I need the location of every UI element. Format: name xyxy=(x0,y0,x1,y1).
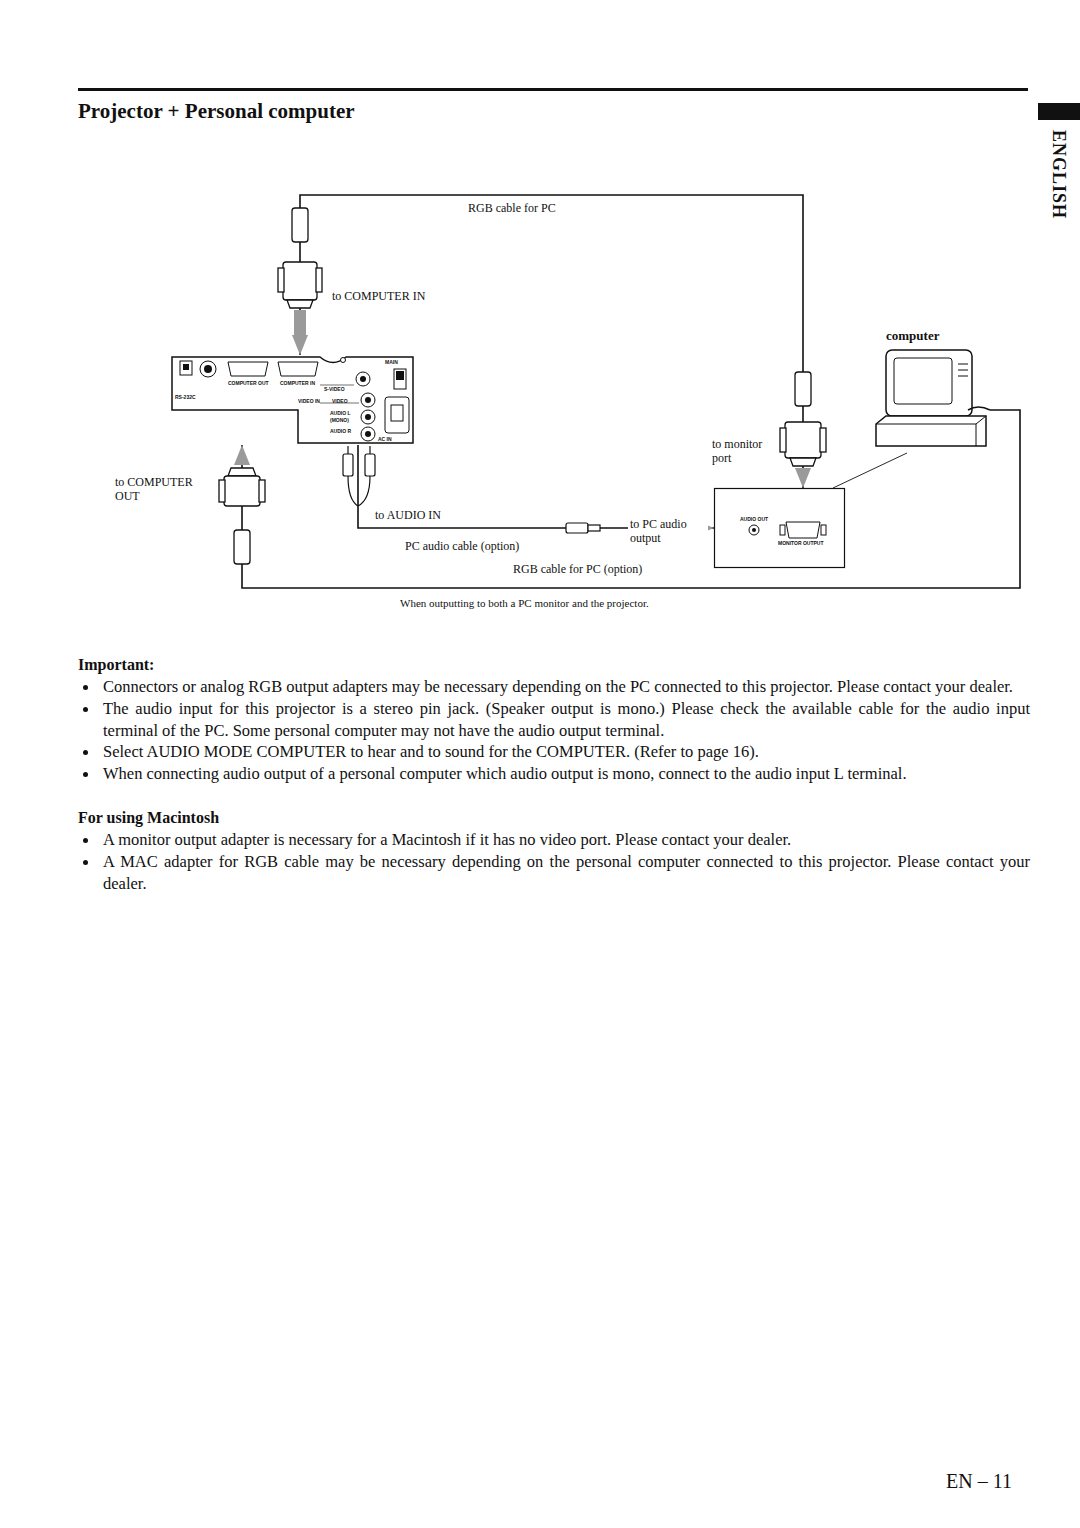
figure-caption: When outputting to both a PC monitor and… xyxy=(400,597,649,610)
panel-label: AUDIO R xyxy=(330,429,351,434)
section-heading: Important: xyxy=(78,654,1030,676)
panel-label: RS-232C xyxy=(175,395,196,400)
language-tab xyxy=(1038,103,1080,120)
cable xyxy=(300,195,803,488)
panel-label: COMPUTER OUT xyxy=(228,381,269,386)
mini-plug xyxy=(566,523,600,533)
bullet-note: Connectors or analog RGB output adapters… xyxy=(78,676,1030,698)
computer-outline xyxy=(872,328,990,453)
bullet-note: The audio input for this projector is a … xyxy=(78,698,1030,742)
panel-label: (MONO) xyxy=(330,418,349,423)
port-label: to PC audio output xyxy=(628,518,708,546)
computer-back-panel: AUDIO OUT MONITOR OUTPUT xyxy=(714,488,845,568)
bullet-note: A MAC adapter for RGB cable may be neces… xyxy=(78,851,1030,895)
bullet-note: When connecting audio output of a person… xyxy=(78,763,1030,785)
computer: computer xyxy=(872,328,990,453)
notes-column: Important:Connectors or analog RGB outpu… xyxy=(78,650,1030,894)
vga-plug xyxy=(219,468,265,564)
top-rule xyxy=(78,88,1028,91)
bullet-note: Select AUDIO MODE COMPUTER to hear and t… xyxy=(78,741,1030,763)
port-label: to AUDIO IN xyxy=(375,509,441,523)
panel-label: VIDEO xyxy=(332,399,348,404)
panel-label: MAIN xyxy=(385,360,398,365)
cable-label: RGB cable for PC (option) xyxy=(511,563,644,577)
panel-label: AUDIO OUT xyxy=(740,517,768,522)
language-tab-label: ENGLISH xyxy=(1048,130,1070,219)
projector-panel: RS-232C COMPUTER OUT COMPUTER IN S-VIDEO VID… xyxy=(170,355,415,445)
port-label: to monitor port xyxy=(712,438,784,466)
cable-label: RGB cable for PC xyxy=(466,202,558,216)
vga-plug xyxy=(278,208,322,336)
page-title: Projector + Personal computer xyxy=(78,99,355,123)
computer-back-panel-outline xyxy=(714,488,845,568)
panel-label: MONITOR OUTPUT xyxy=(778,541,823,546)
panel-label: AUDIO L xyxy=(330,411,351,416)
vga-plug xyxy=(780,372,826,466)
panel-label: VIDEO IN xyxy=(298,399,320,404)
panel-label: S-VIDEO xyxy=(324,387,345,392)
panel-label: AC IN xyxy=(378,437,392,442)
panel-label: COMPUTER IN xyxy=(280,381,315,386)
cable xyxy=(358,445,714,528)
port-label: to COMPUTER IN xyxy=(332,290,425,304)
section-heading: For using Macintosh xyxy=(78,807,1030,829)
cable xyxy=(833,453,907,488)
projector-panel-outline xyxy=(170,355,415,445)
node-heading: computer xyxy=(886,329,939,344)
cable-label: PC audio cable (option) xyxy=(403,540,521,554)
bullet-note: A monitor output adapter is necessary fo… xyxy=(78,829,1030,851)
port-label: to COMPUTER OUT xyxy=(115,476,215,504)
rca-plugs xyxy=(343,446,375,506)
page-number: EN – 11 xyxy=(946,1470,1012,1493)
